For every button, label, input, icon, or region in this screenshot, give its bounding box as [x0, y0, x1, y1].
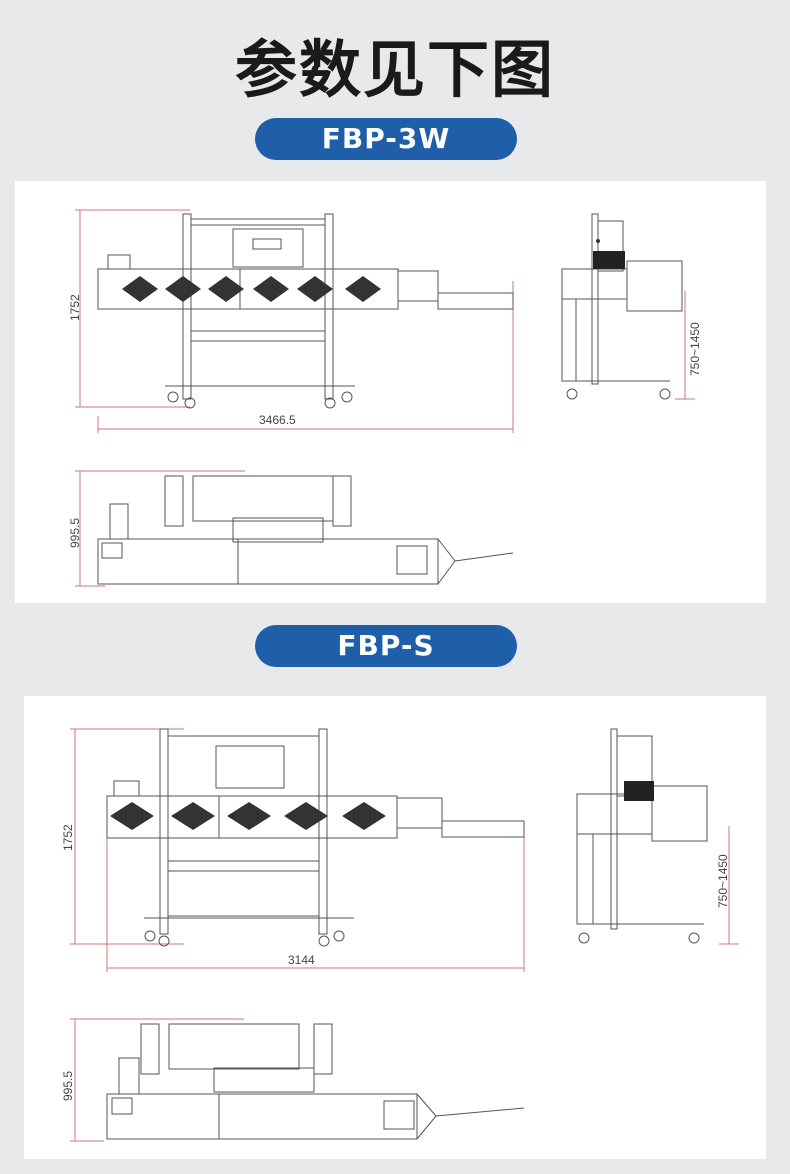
technical-drawing-fbp-s — [70, 728, 739, 1142]
model-label-fbp-3w: FBP-3W — [255, 118, 517, 160]
dimension-length: 3466.5 — [259, 413, 296, 427]
drawing-panel-fbp-3w: 1752 3466.5 750~1450 995.5 — [15, 181, 766, 603]
dimension-length: 3144 — [288, 953, 315, 967]
model-label-fbp-s: FBP-S — [255, 625, 517, 667]
page-title: 参数见下图 — [234, 33, 555, 106]
dimension-table-height: 750~1450 — [688, 322, 702, 376]
dimension-height: 1752 — [61, 824, 75, 851]
dimension-depth: 995.5 — [68, 517, 82, 548]
technical-drawing-fbp-3w — [75, 209, 695, 587]
drawing-panel-fbp-s: 1752 3144 750~1450 995.5 — [24, 696, 766, 1159]
dimension-height: 1752 — [68, 294, 82, 321]
dimension-depth: 995.5 — [61, 1070, 75, 1101]
dimension-table-height: 750~1450 — [716, 854, 730, 908]
